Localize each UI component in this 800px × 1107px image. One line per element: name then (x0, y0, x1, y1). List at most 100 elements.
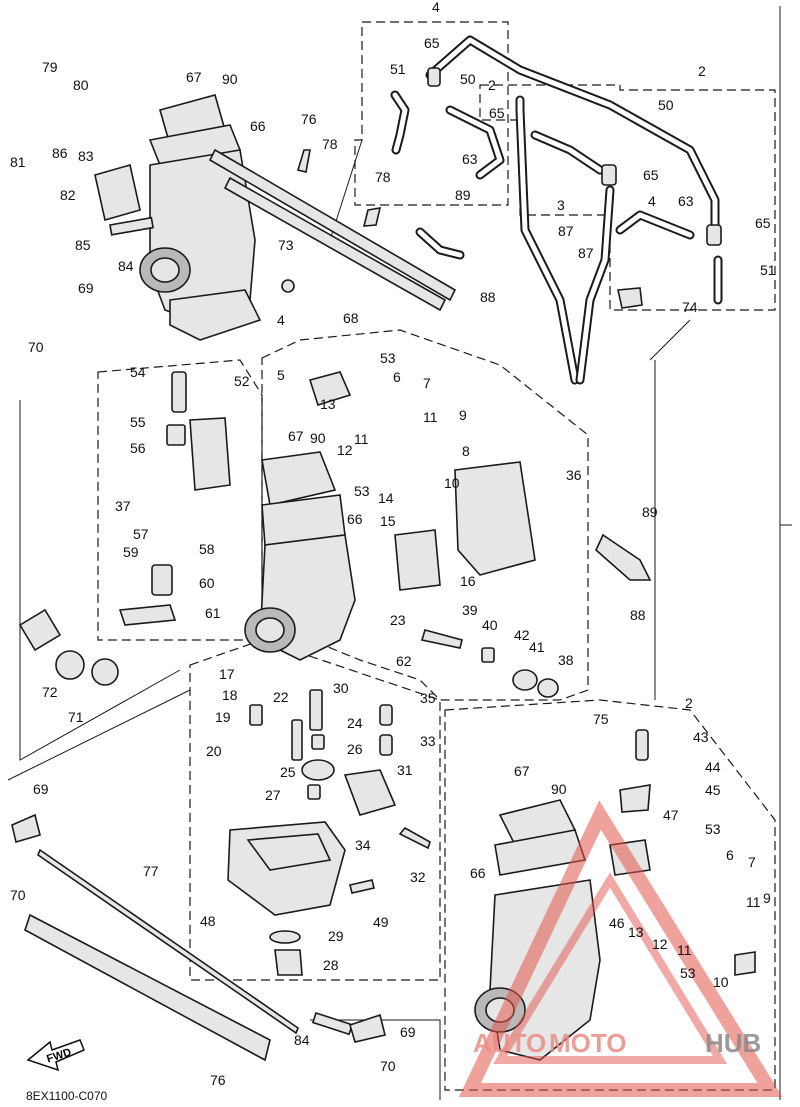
callout-label: 4 (432, 0, 440, 15)
hoses-top (390, 35, 723, 385)
callout-label: 80 (73, 77, 89, 93)
watermark-text-auto: AUTO (473, 1028, 546, 1058)
callout-label: 73 (278, 237, 294, 253)
callout-label: 67 (514, 763, 530, 779)
callout-label: 49 (373, 914, 389, 930)
callout-label: 6 (393, 369, 401, 385)
callout-label: 65 (489, 105, 505, 121)
callout-label: 4 (648, 193, 656, 209)
callout-label: 63 (462, 151, 478, 167)
callout-label: 50 (460, 71, 476, 87)
callout-label: 13 (628, 924, 644, 940)
callout-label: 47 (663, 807, 679, 823)
callout-label: 65 (643, 167, 659, 183)
callout-label: 82 (60, 187, 76, 203)
callout-label: 10 (444, 475, 460, 491)
callout-label: 55 (130, 414, 146, 430)
callout-label: 78 (322, 136, 338, 152)
callout-label: 44 (705, 759, 721, 775)
callout-label: 68 (343, 310, 359, 326)
callout-label: 51 (760, 262, 776, 278)
callout-label: 88 (480, 289, 496, 305)
callout-label: 4 (277, 312, 285, 328)
callout-label: 31 (397, 762, 413, 778)
callout-label: 50 (658, 97, 674, 113)
callout-label: 57 (133, 526, 149, 542)
callout-label: 90 (551, 781, 567, 797)
callout-label: 43 (693, 729, 709, 745)
watermark-text-hub: HUB (705, 1028, 761, 1058)
callout-label: 59 (123, 544, 139, 560)
callout-label: 66 (347, 511, 363, 527)
callout-label: 58 (199, 541, 215, 557)
boundary-group-2-bottom (444, 699, 776, 1091)
callout-label: 61 (205, 605, 221, 621)
callout-label: 84 (294, 1032, 310, 1048)
callout-label: 70 (10, 887, 26, 903)
callout-label: 12 (652, 936, 668, 952)
callout-label: 13 (320, 396, 336, 412)
float-bowl-assembly (227, 689, 431, 976)
callout-label: 53 (680, 965, 696, 981)
reference-code: 8EX1100-C070 (26, 1089, 107, 1103)
callout-label: 54 (130, 364, 146, 380)
callout-label: 25 (280, 764, 296, 780)
callout-label: 72 (42, 684, 58, 700)
callout-label: 29 (328, 928, 344, 944)
callout-label: 67 (186, 69, 202, 85)
callout-label: 90 (222, 71, 238, 87)
callout-label: 46 (609, 915, 625, 931)
callout-label: 79 (42, 59, 58, 75)
rod-assembly-top (208, 148, 457, 312)
callout-label: 75 (593, 711, 609, 727)
callout-label: 77 (143, 863, 159, 879)
carburetor-assembly-top (94, 94, 262, 341)
callout-label: 2 (698, 63, 706, 79)
callout-label: 85 (75, 237, 91, 253)
callout-label: 65 (755, 215, 771, 231)
callout-label: 45 (705, 782, 721, 798)
callout-label: 2 (488, 77, 496, 93)
callout-label: 27 (265, 787, 281, 803)
callout-label: 74 (682, 299, 698, 315)
callout-label: 87 (558, 223, 574, 239)
callout-label: 56 (130, 440, 146, 456)
callout-label: 23 (390, 612, 406, 628)
callout-label: 60 (199, 575, 215, 591)
callout-label: 2 (685, 695, 693, 711)
callout-label: 63 (678, 193, 694, 209)
callout-label: 11 (354, 431, 369, 447)
callout-label: 42 (514, 627, 530, 643)
callout-label: 69 (400, 1024, 416, 1040)
callout-label: 62 (396, 653, 412, 669)
callout-label: 9 (459, 407, 467, 423)
callout-label: 30 (333, 680, 349, 696)
callout-label: 40 (482, 617, 498, 633)
callout-label: 12 (337, 442, 353, 458)
callout-label: 70 (380, 1058, 396, 1074)
callout-label: 53 (705, 821, 721, 837)
callout-label: 89 (455, 187, 471, 203)
callout-label: 71 (68, 709, 84, 725)
callout-label: 84 (118, 258, 134, 274)
callout-label: 37 (115, 498, 131, 514)
callout-label: 14 (378, 490, 394, 506)
callout-label: 41 (529, 639, 545, 655)
callout-label: 88 (630, 607, 646, 623)
callout-label: 11 (746, 894, 761, 910)
callout-label: 5 (277, 367, 285, 383)
callout-label: 53 (354, 483, 370, 499)
callout-label: 16 (460, 573, 476, 589)
boundary-group-1 (97, 359, 263, 641)
boundary-group-3 (261, 329, 589, 701)
callout-label: 39 (462, 602, 478, 618)
callout-label: 69 (78, 280, 94, 296)
callout-label: 11 (423, 409, 438, 425)
callout-label: 8 (462, 443, 470, 459)
callout-label: 34 (355, 837, 371, 853)
callout-label: 89 (642, 504, 658, 520)
callout-label: 76 (210, 1072, 226, 1088)
callout-label: 15 (380, 513, 396, 529)
